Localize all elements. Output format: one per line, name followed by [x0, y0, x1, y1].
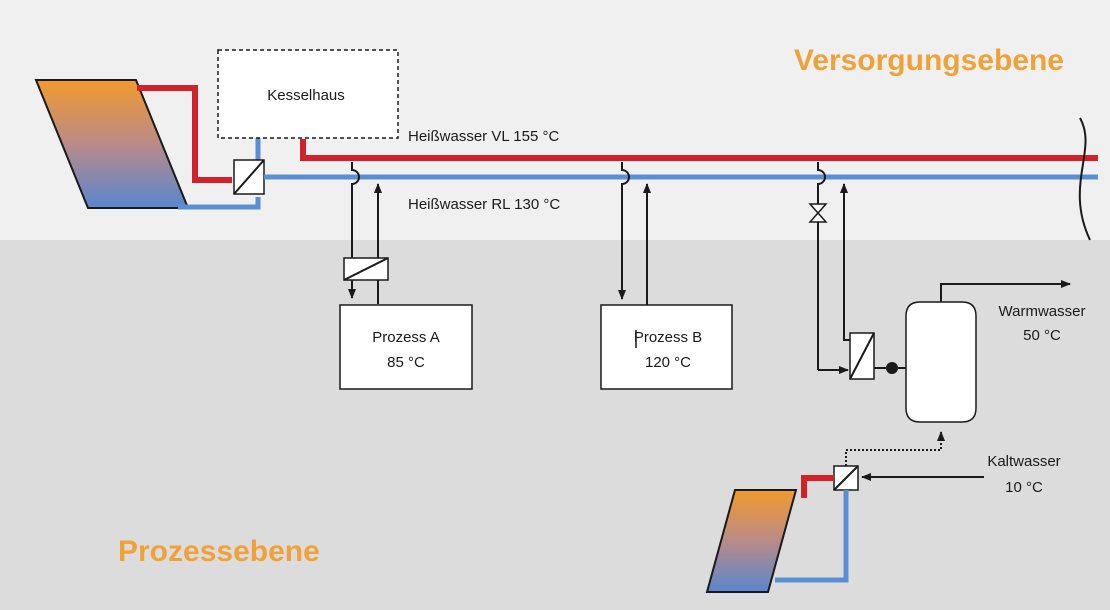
main-heat-exchanger-diagonal: [233, 159, 265, 195]
process-a-box: [339, 304, 473, 390]
small-collector-return-pipe: [775, 490, 849, 583]
collector-supply-pipe: [137, 85, 232, 183]
process-b-temperature: 120 °C: [645, 354, 691, 371]
cold-water-label: Kaltwasser: [987, 453, 1060, 470]
process-level-label: Prozessebene: [118, 535, 320, 568]
process-a-name: Prozess A: [372, 329, 440, 346]
crossing-loop-c: [817, 162, 826, 186]
process-a-heat-exchanger-diagonal: [343, 257, 389, 281]
process-a-temperature: 85 °C: [387, 354, 425, 371]
supply-pipe-label: Heißwasser VL 155 °C: [408, 128, 560, 145]
valve-icon-lower: [808, 211, 828, 223]
preheat-to-tank-line: [845, 431, 945, 466]
boiler-house-label: Kesselhaus: [267, 87, 345, 104]
boiler-house-box: [217, 49, 399, 139]
hot-water-storage-tank: [905, 301, 977, 423]
process-b-box: [600, 304, 733, 390]
pump-icon: [886, 362, 898, 374]
supply-level-label: Versorgungsebene: [794, 44, 1064, 77]
warm-water-outlet-line: [940, 280, 1071, 302]
storage-heat-exchanger-diagonal: [849, 332, 875, 380]
process-b-name: Prozess B: [634, 329, 702, 346]
preheat-heat-exchanger-diagonal: [833, 465, 859, 491]
collector-return-pipe: [178, 197, 261, 210]
solar-collector-small: [705, 489, 798, 593]
crossing-loop-a: [351, 162, 360, 186]
crossing-loop-b: [621, 162, 630, 186]
return-pipe-label: Heißwasser RL 130 °C: [408, 196, 560, 213]
valve-icon: [808, 203, 828, 215]
warm-water-temperature: 50 °C: [1023, 327, 1061, 344]
pipe-break-mark: [1078, 117, 1091, 241]
cold-water-temperature: 10 °C: [1005, 479, 1043, 496]
small-collector-supply-pipe: [801, 475, 834, 498]
warm-water-label: Warmwasser: [999, 303, 1086, 320]
